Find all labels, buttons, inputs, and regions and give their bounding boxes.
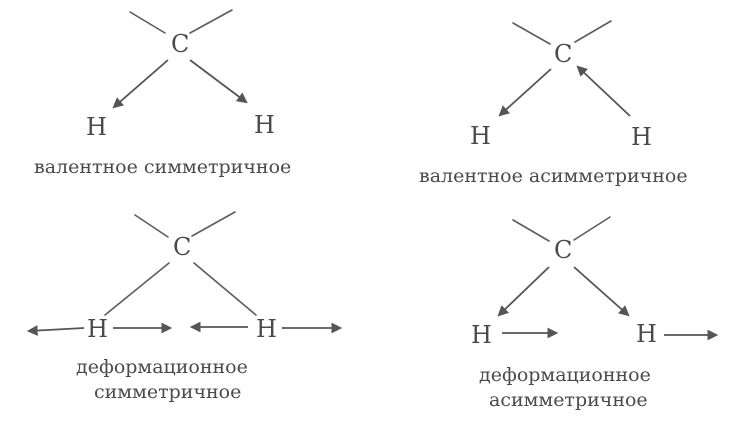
bond-ch-right <box>193 262 257 316</box>
hydrogen-left-label: H <box>86 113 107 141</box>
bond-upper-left <box>129 11 166 34</box>
bond-upper-left <box>512 219 550 242</box>
caption-bend-asymmetric-line2: асимметричное <box>489 389 648 411</box>
panel-stretch-symmetric: C H H валентное симметричное <box>34 9 291 178</box>
carbon-atom-label: C <box>554 40 572 68</box>
bond-upper-left <box>134 214 169 238</box>
panel-bend-symmetric: C H H деформационное симметричное <box>26 211 343 403</box>
bond-upper-left <box>512 22 551 45</box>
bond-upper-right <box>574 20 612 43</box>
hydrogen-right-label: H <box>254 111 275 139</box>
h-left-stretch-arrow <box>112 59 169 109</box>
h-left-stretch-arrow <box>498 68 552 117</box>
carbon-atom-label: C <box>554 236 572 264</box>
carbon-atom-label: C <box>171 30 189 58</box>
hydrogen-left-label: H <box>471 321 492 349</box>
hydrogen-right-label: H <box>636 320 657 348</box>
h-right-stretch-arrow <box>189 59 248 104</box>
h-left-bond-arrow <box>497 266 550 317</box>
caption-bend-symmetric-line2: симметричное <box>94 381 241 403</box>
caption-stretch-symmetric: валентное симметричное <box>34 156 291 178</box>
hydrogen-right-label: H <box>256 315 277 343</box>
caption-bend-asymmetric-line1: деформационное <box>479 364 651 386</box>
bond-upper-right <box>191 211 236 237</box>
h-left-outward-arrow <box>26 325 85 336</box>
bond-upper-right <box>189 9 233 34</box>
caption-stretch-asymmetric: валентное асимметричное <box>419 165 688 187</box>
hydrogen-left-label: H <box>87 315 108 343</box>
panel-stretch-asymmetric: C H H валентное асимметричное <box>419 20 688 187</box>
hydrogen-left-label: H <box>470 122 491 150</box>
panel-bend-asymmetric: C H H деформационное асимметричное <box>471 216 719 411</box>
h-right-compress-arrow <box>576 65 631 117</box>
caption-bend-symmetric-line1: деформационное <box>76 356 248 378</box>
bond-ch-left <box>104 262 170 316</box>
h-right-bond-arrow <box>573 266 630 317</box>
carbon-atom-label: C <box>173 233 191 261</box>
bond-upper-right <box>573 216 611 241</box>
hydrogen-right-label: H <box>631 123 652 151</box>
